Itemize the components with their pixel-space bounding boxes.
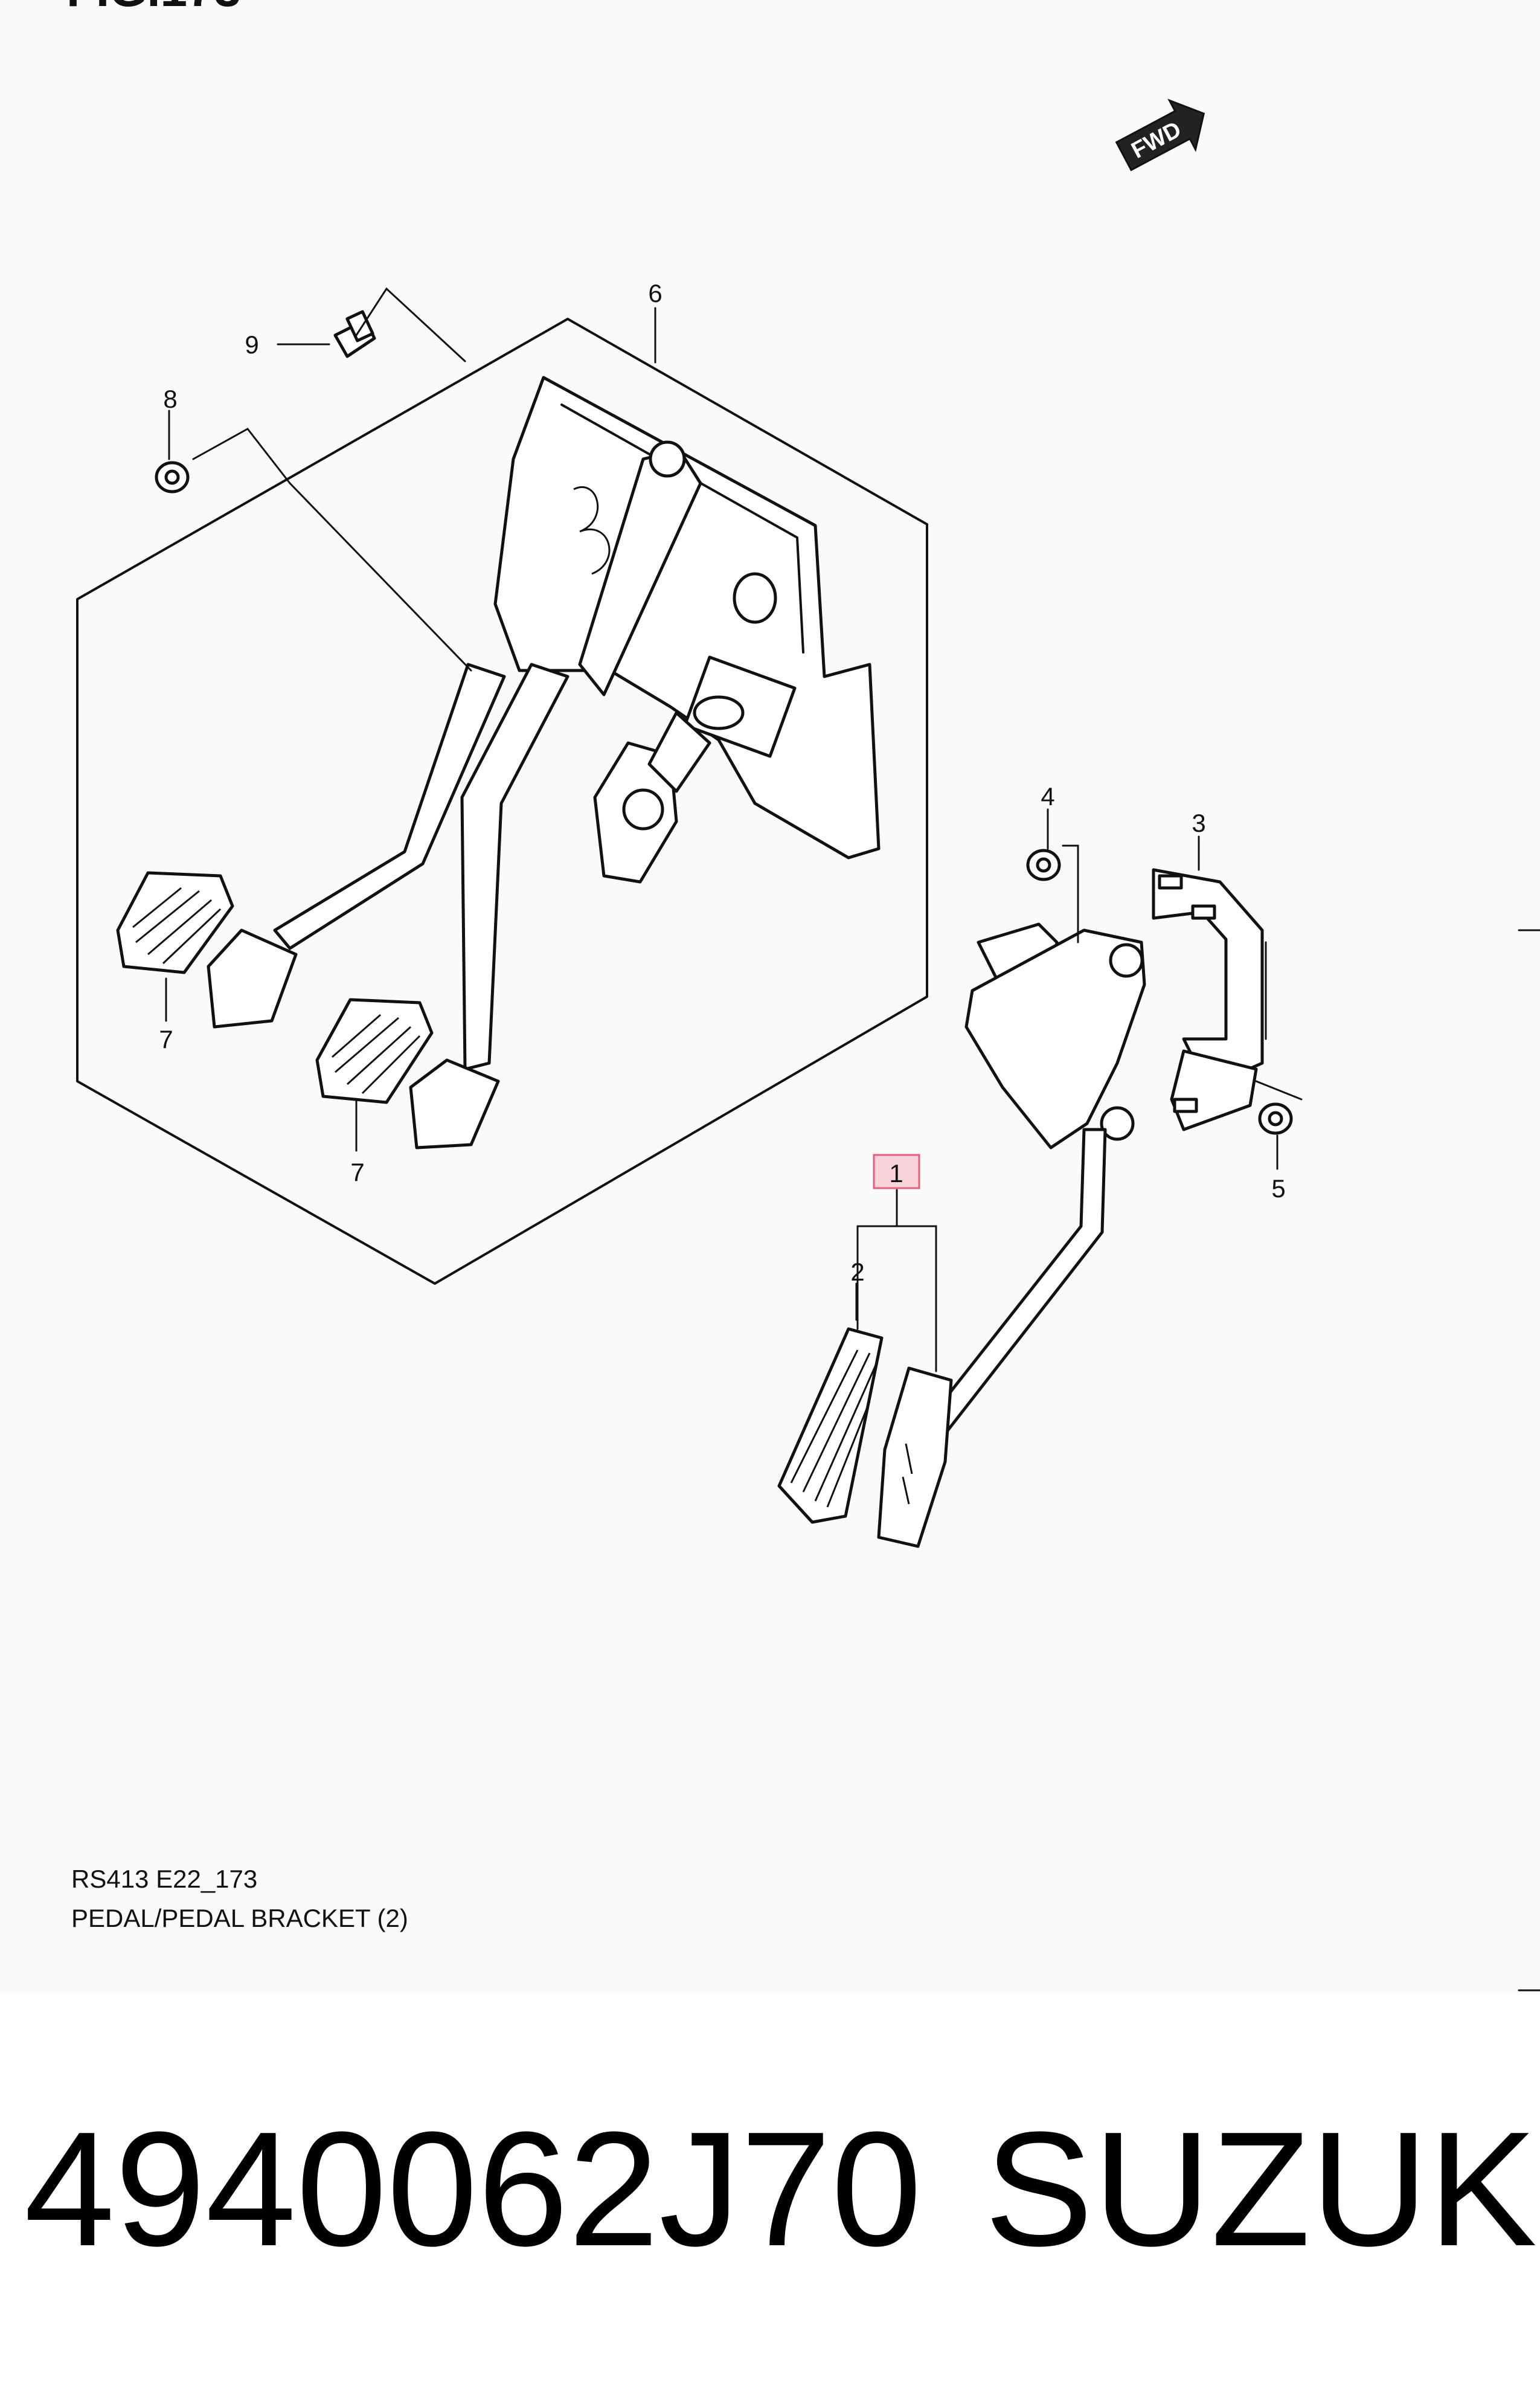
callout-7a[interactable]: 7	[159, 1025, 173, 1053]
callout-7b[interactable]: 7	[350, 1158, 364, 1186]
pedal-pad-right	[315, 998, 434, 1104]
callout-1-highlight[interactable]	[873, 1154, 920, 1189]
parts-diagram: FIG.173 FWD	[66, 0, 1540, 1992]
nut-icon	[1258, 1102, 1293, 1135]
figure-caption: PEDAL/PEDAL BRACKET (2)	[71, 1904, 408, 1932]
bolt-icon	[333, 310, 376, 358]
fwd-arrow-icon: FWD	[1115, 98, 1205, 172]
brand-name: SUZUKI	[984, 2098, 1540, 2280]
figure-code: RS413 E22_173	[71, 1865, 257, 1893]
clutch-pedal-arm	[207, 663, 506, 1029]
callout-2[interactable]: 2	[850, 1258, 864, 1286]
figure-header: FIG.173	[66, 0, 241, 16]
callout-4[interactable]: 4	[1041, 782, 1054, 811]
callout-9[interactable]: 9	[245, 330, 258, 359]
callout-1[interactable]: 1	[889, 1159, 903, 1188]
pedal-pad-left	[116, 871, 234, 974]
assembly-frame	[76, 318, 928, 1285]
nut-icon	[1026, 849, 1061, 881]
nut-icon	[155, 461, 190, 494]
pedal-bracket-assembly	[493, 376, 881, 884]
accelerator-pedal-assembly	[877, 922, 1146, 1548]
callout-3[interactable]: 3	[1192, 809, 1205, 837]
brake-pedal-arm	[409, 663, 569, 1149]
part-number: 4940062J70	[24, 2098, 922, 2280]
listing-band	[0, 1993, 1540, 2392]
diagram-panel: FIG.173 FWD	[66, 0, 1540, 1992]
accelerator-pad	[777, 1327, 884, 1524]
callout-6[interactable]: 6	[648, 279, 662, 307]
callout-5[interactable]: 5	[1271, 1174, 1285, 1203]
callout-8[interactable]: 8	[163, 385, 177, 413]
accelerator-bracket	[1152, 868, 1264, 1131]
